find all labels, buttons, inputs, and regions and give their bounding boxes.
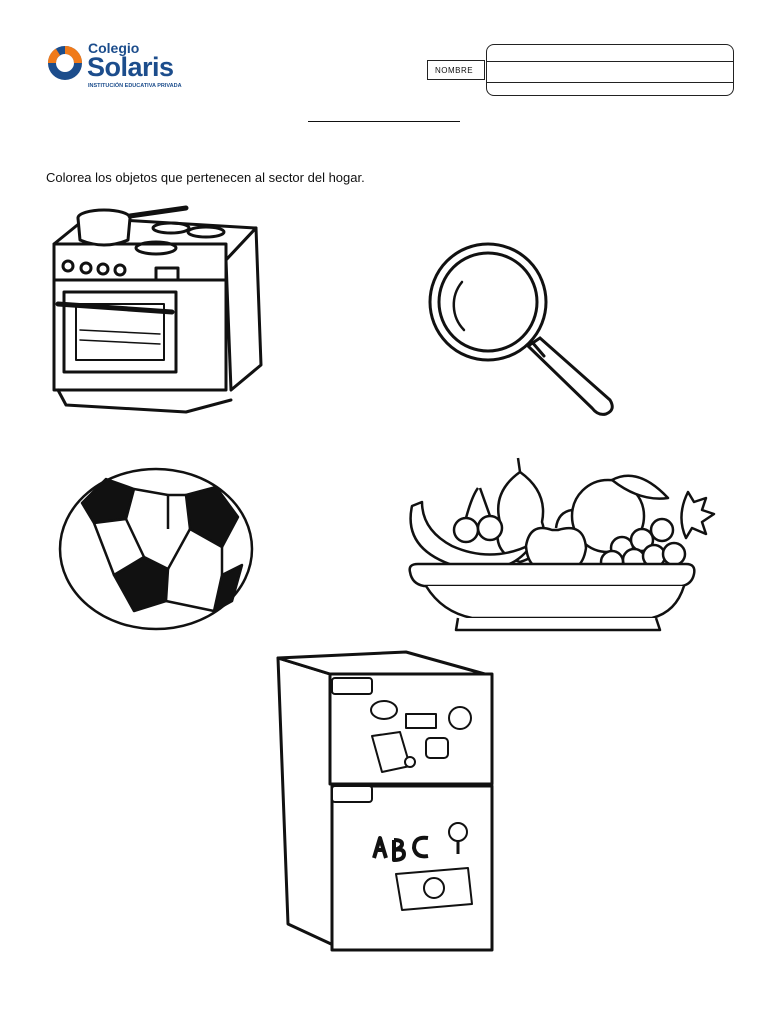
fruit-bowl-picture[interactable] xyxy=(402,452,722,636)
magnifying-glass-picture[interactable] xyxy=(420,238,620,420)
title-underline xyxy=(308,121,460,122)
stove-picture[interactable] xyxy=(46,200,268,418)
magnifying-glass-icon xyxy=(428,242,614,416)
soccer-ball-icon xyxy=(58,467,254,631)
name-field[interactable] xyxy=(486,44,734,96)
instruction-text: Colorea los objetos que pertenecen al se… xyxy=(46,170,365,185)
refrigerator-picture[interactable] xyxy=(270,648,502,960)
logo-tagline: INSTITUCIÓN EDUCATIVA PRIVADA xyxy=(88,83,182,89)
logo-ring-icon xyxy=(47,46,82,80)
soccer-ball-picture[interactable] xyxy=(56,465,256,633)
stove-icon xyxy=(52,205,263,414)
name-label: NOMBRE xyxy=(427,60,485,80)
refrigerator-icon xyxy=(276,650,494,952)
fruit-bowl-icon xyxy=(408,457,716,632)
school-logo: Colegio Solaris INSTITUCIÓN EDUCATIVA PR… xyxy=(46,40,186,92)
logo-line1: Colegio xyxy=(88,40,140,56)
logo-line2: Solaris xyxy=(87,52,174,82)
